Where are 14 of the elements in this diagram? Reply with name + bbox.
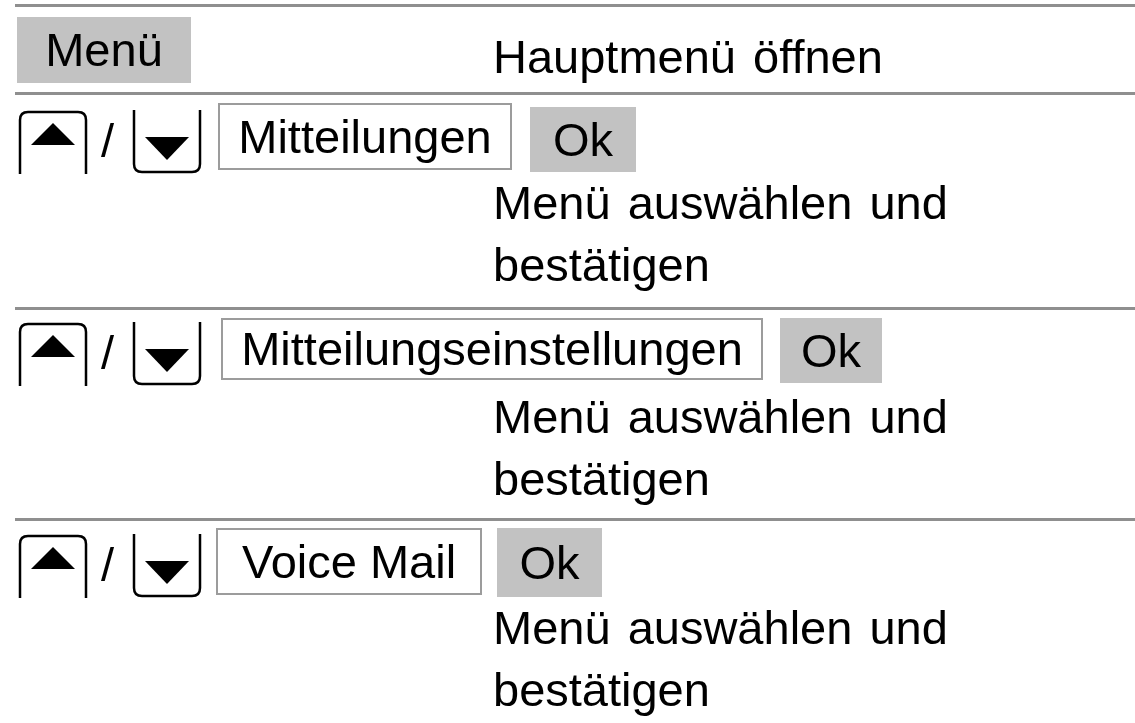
display-entry: Mitteilungseinstellungen	[221, 318, 763, 380]
instruction-text: Hauptmenü öffnen	[493, 29, 883, 85]
softkey: Menü	[17, 17, 191, 83]
separator-slash: /	[101, 113, 115, 169]
display-entry: Voice Mail	[216, 528, 482, 595]
softkey: Ok	[497, 528, 602, 597]
separator-slash: /	[101, 537, 115, 593]
softkey: Ok	[530, 107, 636, 172]
instruction-text: Menü auswählen und bestätigen	[493, 175, 949, 293]
display-entry: Mitteilungen	[218, 103, 512, 170]
instruction-text: Menü auswählen und bestätigen	[493, 389, 949, 507]
instruction-text: Menü auswählen und bestätigen	[493, 600, 949, 718]
separator-slash: /	[101, 325, 115, 381]
softkey: Ok	[780, 318, 882, 383]
